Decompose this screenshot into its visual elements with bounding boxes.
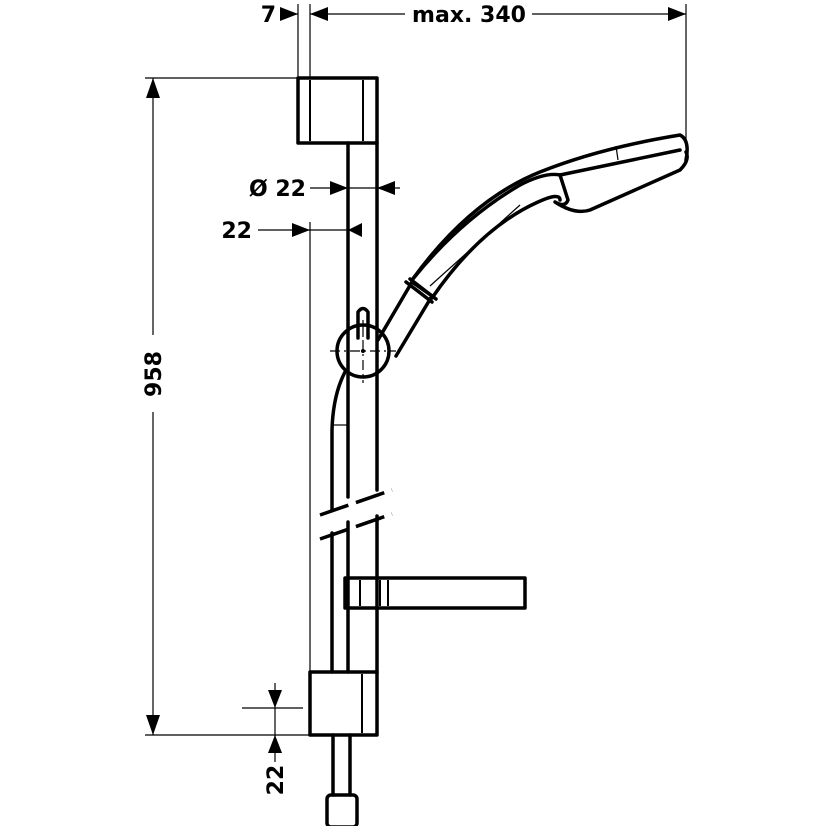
- holder-ring: [404, 280, 434, 304]
- arrow-icon: [377, 181, 395, 195]
- slider-lever: [356, 306, 370, 340]
- height-dimension: 958: [142, 77, 310, 736]
- diameter-dimension: Ø 22: [249, 177, 400, 202]
- handshower-detail: [429, 204, 521, 287]
- slider-holder: [330, 277, 438, 383]
- bracket-body: [308, 670, 379, 737]
- arrow-icon: [146, 78, 160, 98]
- handshower-outline: [430, 194, 562, 300]
- arrow-icon: [330, 181, 348, 195]
- dim-rail-offset: 22: [221, 219, 252, 244]
- handshower-head-face: [558, 148, 682, 177]
- arrow-icon: [668, 7, 686, 21]
- hose-end-cap: [325, 793, 359, 826]
- arrow-icon: [348, 223, 362, 237]
- hose-edge: [330, 370, 347, 512]
- handshower: [410, 133, 689, 300]
- shower-rail: [319, 141, 393, 674]
- center-point: [361, 349, 365, 353]
- arrow-icon: [292, 223, 310, 237]
- arrow-icon: [268, 690, 282, 708]
- dim-total-height: 958: [142, 351, 167, 397]
- handshower-outline: [410, 172, 562, 282]
- top-wall-bracket: [296, 76, 379, 145]
- soap-dish-body: [343, 576, 527, 610]
- dim-max-reach: max. 340: [412, 3, 526, 28]
- dim-bottom-offset: 22: [264, 765, 289, 796]
- arrow-icon: [268, 735, 282, 753]
- bottom-offset-dimension: 22: [242, 683, 303, 795]
- top-dimension: 7 max. 340: [261, 3, 687, 140]
- bottom-wall-bracket: [308, 670, 379, 737]
- handshower-detail: [615, 145, 619, 161]
- handshower-head: [553, 150, 689, 214]
- bracket-body: [296, 76, 379, 145]
- handshower-outline: [410, 133, 689, 282]
- holder-arm: [376, 280, 434, 358]
- soap-dish: [343, 576, 527, 610]
- rail-offset-dimension: 22: [221, 219, 362, 672]
- shower-hose: [325, 370, 359, 826]
- dim-offset-top: 7: [261, 3, 276, 28]
- arrow-icon: [146, 715, 160, 735]
- arrow-icon: [280, 7, 298, 21]
- dim-rail-diameter: Ø 22: [249, 177, 306, 202]
